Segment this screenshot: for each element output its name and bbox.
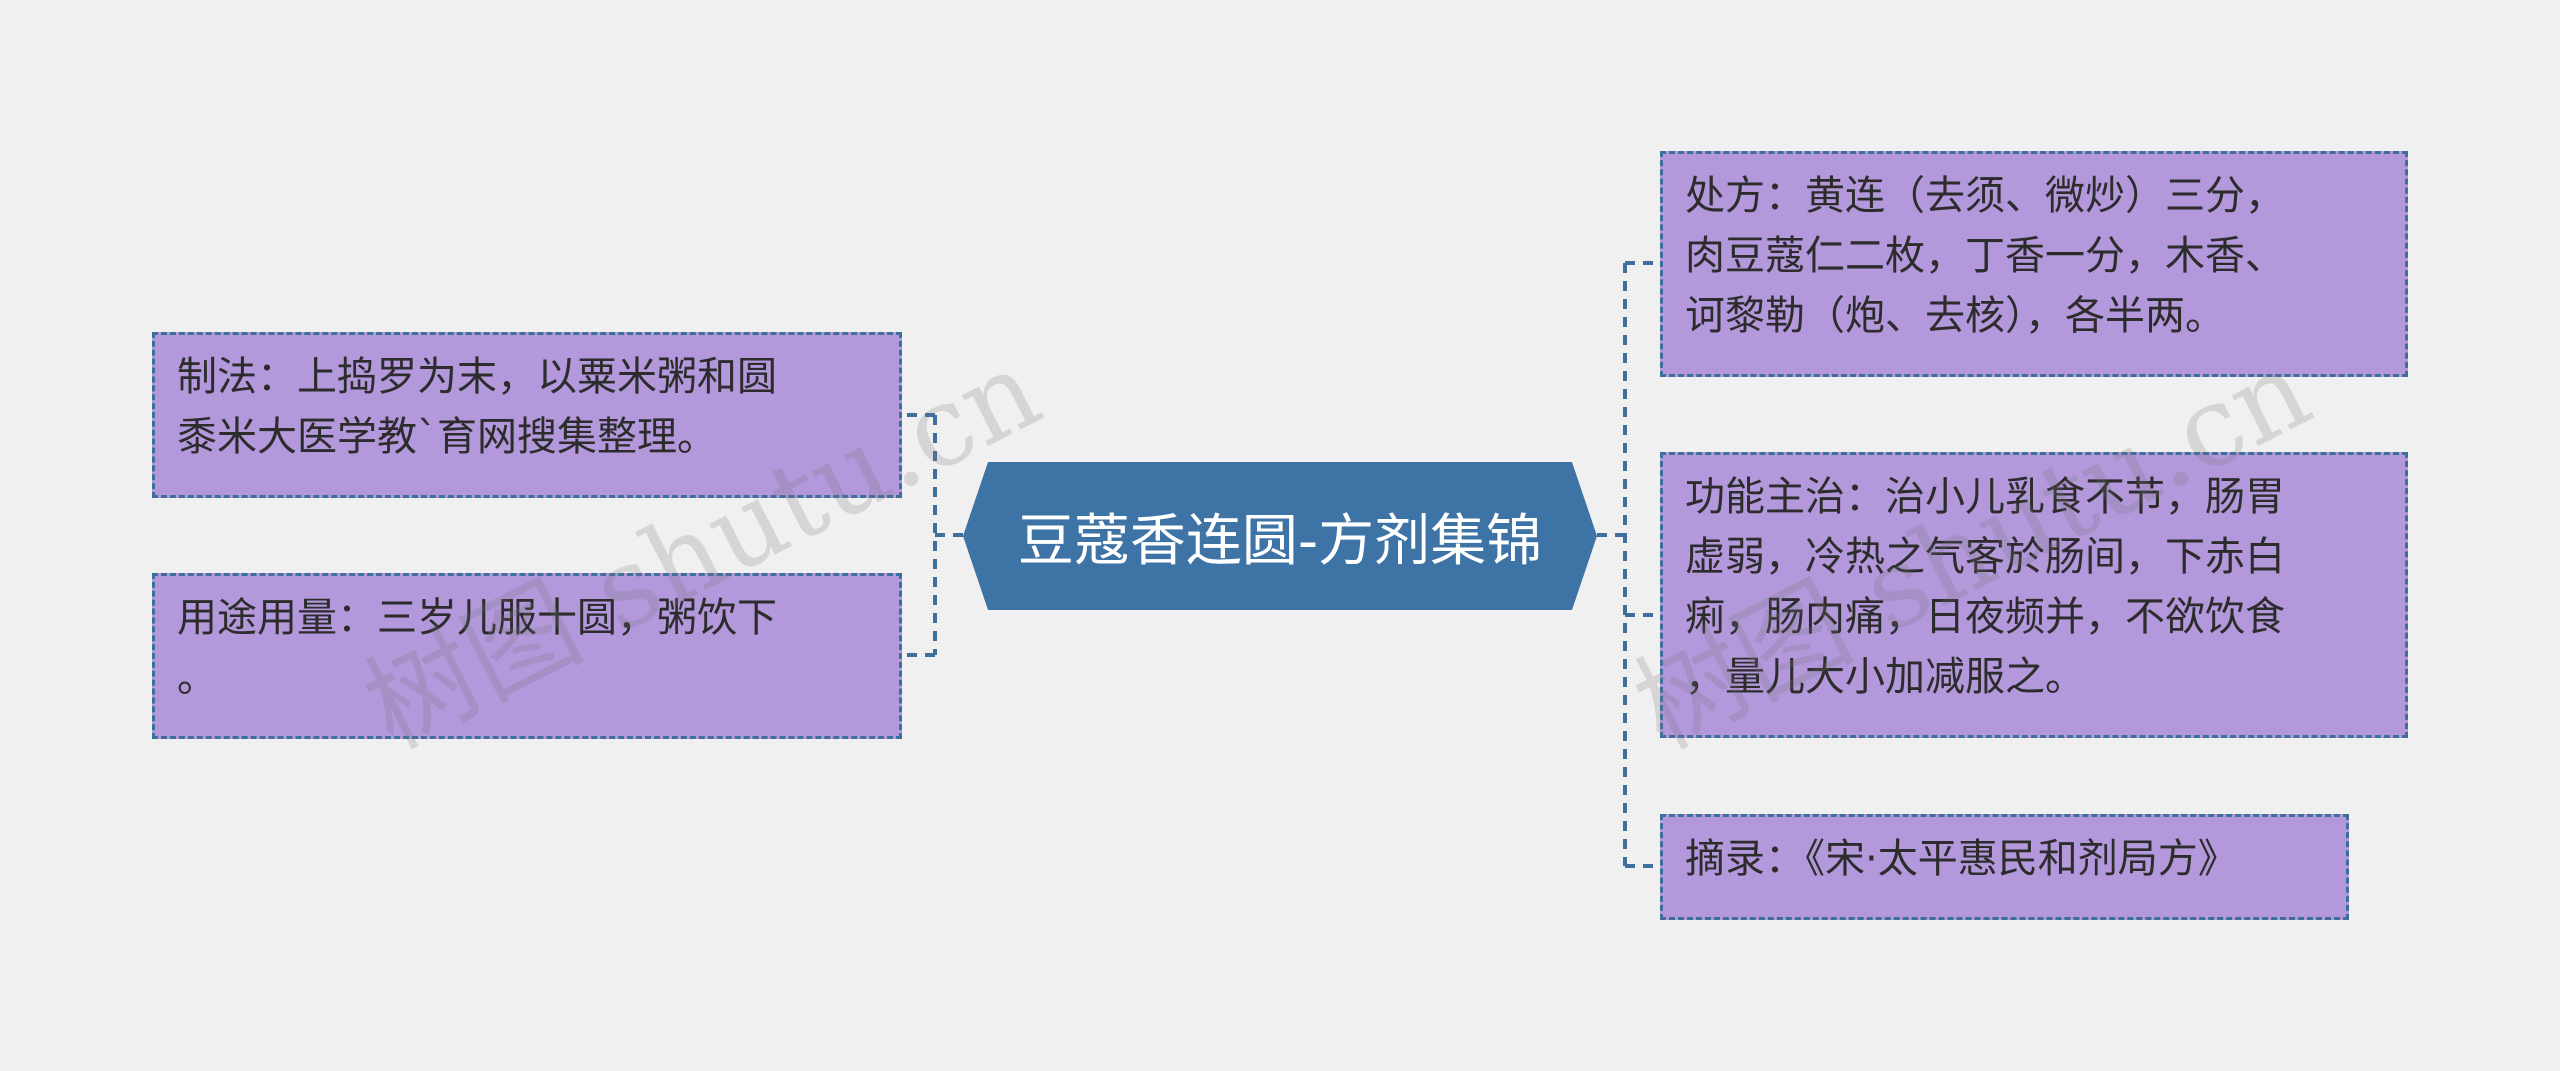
- node-text-line: 黍米大医学教`育网搜集整理。: [177, 414, 717, 460]
- node-text-line: ，量儿大小加减服之。: [1685, 654, 2085, 700]
- node-text-line: 功能主治：治小儿乳食不节，肠胃: [1685, 474, 2285, 520]
- central-topic[interactable]: 豆蔻香连圆-方剂集锦: [963, 462, 1597, 610]
- left-node-preparation[interactable]: 制法：上捣罗为末，以粟米粥和圆 黍米大医学教`育网搜集整理。: [152, 332, 902, 498]
- node-text-line: 处方：黄连（去须、微炒）三分，: [1685, 173, 2285, 219]
- node-text-line: 诃黎勒（炮、去核），各半两。: [1685, 293, 2225, 339]
- node-text-line: 。: [177, 655, 217, 701]
- right-node-indications[interactable]: 功能主治：治小儿乳食不节，肠胃 虚弱，冷热之气客於肠间，下赤白 痢，肠内痛，日夜…: [1660, 452, 2408, 738]
- node-text-line: 摘录：《宋·太平惠民和剂局方》: [1685, 836, 2238, 882]
- node-text-line: 用途用量：三岁儿服十圆，粥饮下: [177, 595, 777, 641]
- right-node-source[interactable]: 摘录：《宋·太平惠民和剂局方》: [1660, 814, 2349, 920]
- central-topic-label: 豆蔻香连圆-方剂集锦: [1017, 508, 1543, 574]
- right-node-prescription[interactable]: 处方：黄连（去须、微炒）三分， 肉豆蔻仁二枚，丁香一分，木香、 诃黎勒（炮、去核…: [1660, 151, 2408, 377]
- node-text-line: 虚弱，冷热之气客於肠间，下赤白: [1685, 534, 2285, 580]
- central-topic-shape: [963, 462, 1597, 610]
- node-text-line: 肉豆蔻仁二枚，丁香一分，木香、: [1685, 233, 2285, 279]
- node-text-line: 制法：上捣罗为末，以粟米粥和圆: [177, 354, 777, 400]
- left-node-dosage[interactable]: 用途用量：三岁儿服十圆，粥饮下 。: [152, 573, 902, 739]
- node-text-line: 痢，肠内痛，日夜频并，不欲饮食: [1685, 594, 2285, 640]
